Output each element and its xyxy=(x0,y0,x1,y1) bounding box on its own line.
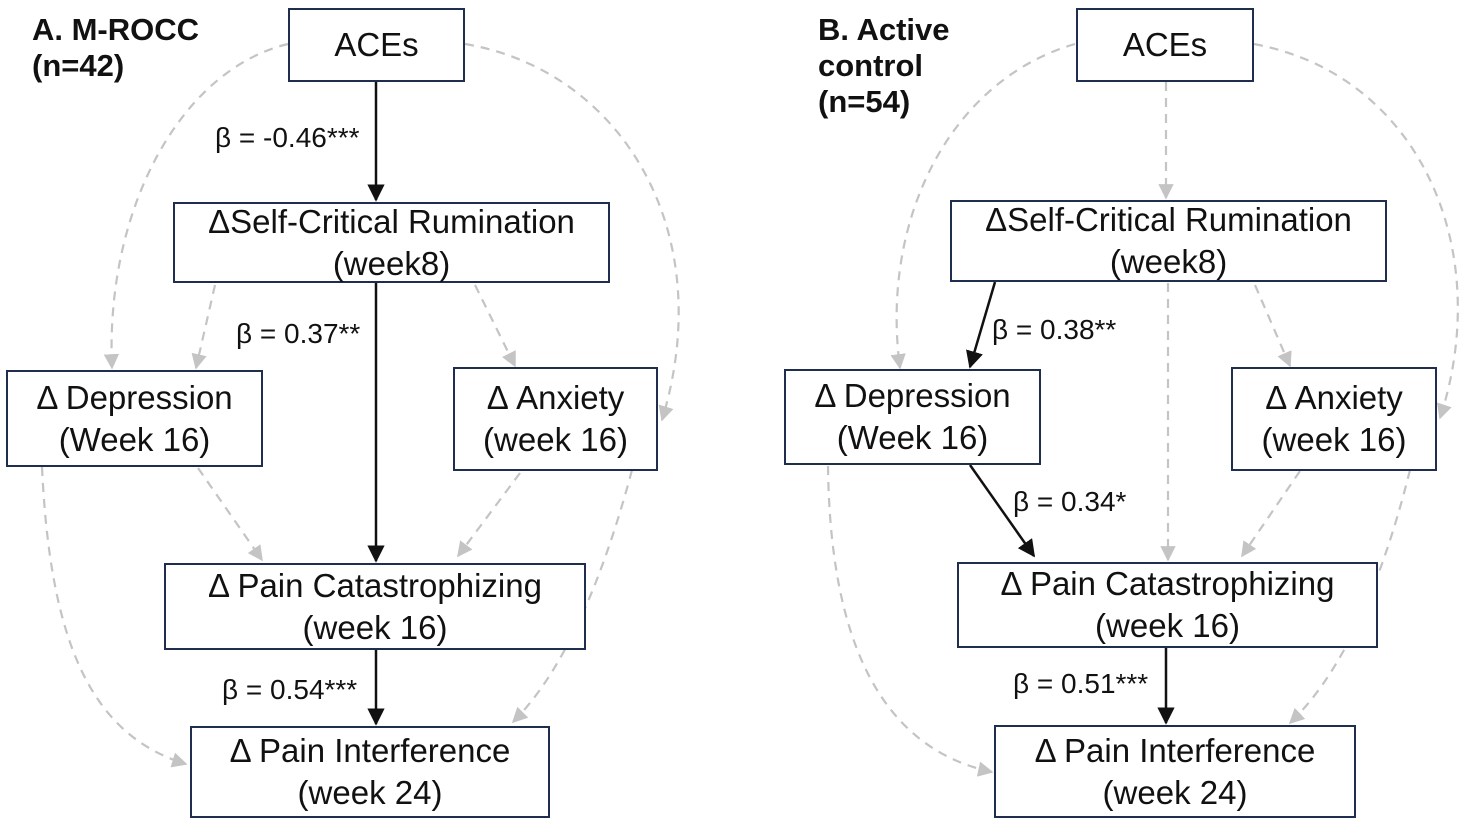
panel-a-node-anxiety: Δ Anxiety (week 16) xyxy=(453,367,658,471)
panel-a-beta-catastrophizing-interference: β = 0.54*** xyxy=(222,674,358,705)
panel-a-node-aces: ACEs xyxy=(288,8,465,82)
panel-b-title: B. Active control (n=54) xyxy=(818,12,950,120)
panel-b-node-anxiety: Δ Anxiety (week 16) xyxy=(1231,367,1437,471)
panel-b-node-depression: Δ Depression (Week 16) xyxy=(784,369,1041,465)
node-sublabel: (week8) xyxy=(1109,243,1228,280)
path-b-depression-to-interference xyxy=(826,465,994,777)
panel-a-beta-rumination-catastrophizing: β = 0.37** xyxy=(236,318,361,349)
path-a-anxiety-to-catastrophizing xyxy=(457,472,521,558)
panel-b-node-rumination: ΔSelf-Critical Rumination (week8) xyxy=(950,200,1387,282)
node-sublabel: (Week 16) xyxy=(58,420,211,458)
panel-a-title-line1: A. M-ROCC xyxy=(32,12,200,47)
node-label: ACEs xyxy=(1122,26,1208,63)
path-a-rumination-to-depression xyxy=(191,284,217,370)
panel-b-beta-rumination-depression: β = 0.38** xyxy=(992,314,1117,345)
path-b-aces-to-anxiety xyxy=(1253,42,1459,420)
node-sublabel: (week 16) xyxy=(1261,421,1407,458)
panel-b-node-catastrophizing: Δ Pain Catastrophizing (week 16) xyxy=(957,562,1378,648)
panel-a-node-interference: Δ Pain Interference (week 24) xyxy=(190,726,550,818)
node-label: Δ Pain Catastrophizing xyxy=(208,566,542,604)
node-sublabel: (week 16) xyxy=(1095,607,1240,644)
node-label: Δ Pain Interference xyxy=(1034,731,1316,769)
node-sublabel: (week 24) xyxy=(297,774,443,811)
panel-a-node-rumination: ΔSelf-Critical Rumination (week8) xyxy=(173,202,610,283)
node-label: Δ Anxiety xyxy=(1265,379,1403,416)
node-label: ACEs xyxy=(334,26,419,63)
path-a-aces-to-depression xyxy=(103,42,289,370)
panel-a-title: A. M-ROCC (n=42) xyxy=(32,12,199,84)
panel-b-node-aces: ACEs xyxy=(1076,8,1254,82)
panel-b-beta-catastrophizing-interference: β = 0.51*** xyxy=(1013,668,1149,699)
node-label: ΔSelf-Critical Rumination xyxy=(208,202,575,240)
path-b-depression-to-catastrophizing xyxy=(968,464,1036,558)
panel-b-paths xyxy=(826,42,1459,777)
path-a-aces-to-anxiety xyxy=(464,42,680,422)
node-label: Δ Pain Catastrophizing xyxy=(1000,565,1335,602)
panel-b-title-line2: control xyxy=(818,48,924,83)
node-sublabel: (Week 16) xyxy=(836,419,989,456)
panel-b-node-interference: Δ Pain Interference (week 24) xyxy=(994,725,1356,818)
panel-a-node-depression: Δ Depression (Week 16) xyxy=(6,370,263,467)
panel-a-beta-aces-rumination: β = -0.46*** xyxy=(215,122,360,153)
panel-a-node-catastrophizing: Δ Pain Catastrophizing (week 16) xyxy=(164,563,586,650)
node-sublabel: (week 16) xyxy=(302,608,448,646)
path-b-aces-to-depression xyxy=(890,42,1076,370)
panel-b-beta-depression-catastrophizing: β = 0.34* xyxy=(1013,486,1127,517)
panel-a-title-line2: (n=42) xyxy=(32,48,125,83)
node-sublabel: (week 24) xyxy=(1102,773,1248,811)
path-a-rumination-to-anxiety xyxy=(474,284,516,368)
panel-b-title-line1: B. Active xyxy=(818,12,950,47)
path-b-rumination-to-anxiety xyxy=(1253,284,1292,368)
panel-b-title-line3: (n=54) xyxy=(818,84,911,119)
node-sublabel: (week8) xyxy=(332,244,451,282)
path-b-rumination-to-depression xyxy=(966,281,997,369)
node-label: Δ Depression xyxy=(814,377,1011,414)
path-a-depression-to-interference xyxy=(40,466,188,768)
node-label: Δ Anxiety xyxy=(486,379,625,416)
node-label: Δ Pain Interference xyxy=(229,732,511,769)
path-b-anxiety-to-catastrophizing xyxy=(1241,470,1301,558)
node-sublabel: (week 16) xyxy=(483,421,628,458)
path-a-depression-to-catastrophizing xyxy=(197,467,263,562)
node-label: ΔSelf-Critical Rumination xyxy=(985,201,1352,238)
node-label: Δ Depression xyxy=(36,378,233,416)
